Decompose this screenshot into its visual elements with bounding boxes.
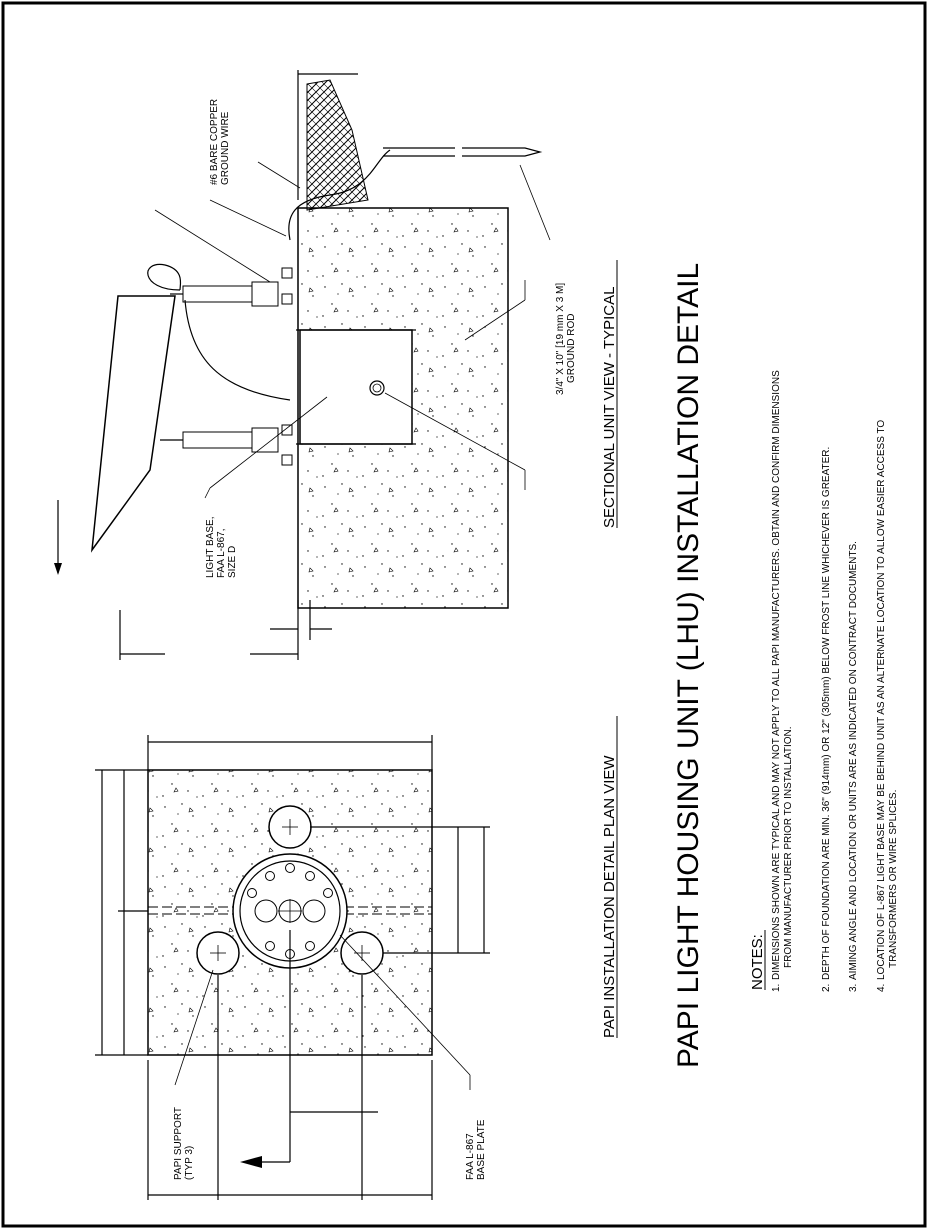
plan-view: [95, 735, 490, 1200]
svg-text:SIZE D: SIZE D: [227, 546, 238, 578]
drawing-title: PAPI LIGHT HOUSING UNIT (LHU) INSTALLATI…: [672, 263, 705, 1068]
svg-text:2.: 2.: [821, 984, 832, 992]
svg-text:BASE PLATE: BASE PLATE: [476, 1119, 487, 1180]
svg-text:1.: 1.: [771, 984, 782, 992]
sectional-unit-view: [54, 70, 551, 660]
plan-view-title: PAPI INSTALLATION DETAIL PLAN VIEW: [601, 716, 618, 1038]
svg-text:AIMING ANGLE AND LOCATION OR U: AIMING ANGLE AND LOCATION OR UNITS ARE A…: [848, 541, 859, 980]
svg-text:NOTES:: NOTES:: [749, 934, 766, 990]
svg-text:GROUND WIRE: GROUND WIRE: [220, 111, 231, 185]
ground-rod: [383, 147, 543, 157]
note-1: 1. DIMENSIONS SHOWN ARE TYPICAL AND MAY …: [771, 370, 794, 992]
svg-text:FAA L-867,: FAA L-867,: [216, 529, 227, 578]
svg-text:DIMENSIONS SHOWN ARE TYPICAL A: DIMENSIONS SHOWN ARE TYPICAL AND MAY NOT…: [771, 370, 782, 980]
callout-papi-support: PAPI SUPPORT (TYP 3): [173, 1107, 195, 1180]
svg-text:FROM MANUFACTURER PRIOR TO INS: FROM MANUFACTURER PRIOR TO INSTALLATION.: [783, 726, 794, 968]
svg-text:4.: 4.: [876, 984, 887, 992]
svg-text:3/4" X 10" [19 mm X 3 M]: 3/4" X 10" [19 mm X 3 M]: [555, 283, 566, 395]
svg-text:TRANSFORMERS OR WIRE SPLICES.: TRANSFORMERS OR WIRE SPLICES.: [888, 790, 899, 968]
papi-support-1: [268, 805, 312, 849]
svg-text:LOCATION OF L-867 LIGHT BASE M: LOCATION OF L-867 LIGHT BASE MAY BE BEHI…: [876, 420, 887, 980]
svg-text:#6 BARE COPPER: #6 BARE COPPER: [209, 99, 220, 185]
soil-hatch: [306, 79, 369, 211]
conduit-hole: [369, 380, 385, 396]
svg-text:PAPI LIGHT HOUSING UNIT (LHU): PAPI LIGHT HOUSING UNIT (LHU) INSTALLATI…: [672, 263, 705, 1068]
papi-support-2: [196, 931, 240, 975]
svg-text:PAPI INSTALLATION DETAIL PLAN: PAPI INSTALLATION DETAIL PLAN VIEW: [601, 755, 618, 1038]
svg-text:SECTIONAL UNIT VIEW - TYPICAL: SECTIONAL UNIT VIEW - TYPICAL: [601, 287, 618, 528]
callout-light-base: LIGHT BASE, FAA L-867, SIZE D: [205, 516, 238, 578]
note-2: 2. DEPTH OF FOUNDATION ARE MIN. 36" (914…: [821, 447, 832, 992]
papi-support-3: [340, 931, 384, 975]
callout-ground-rod: 3/4" X 10" [19 mm X 3 M] GROUND ROD: [555, 283, 577, 395]
notes-heading: NOTES:: [749, 930, 766, 990]
note-3: 3. AIMING ANGLE AND LOCATION OR UNITS AR…: [848, 541, 859, 992]
light-base-can: [299, 329, 413, 445]
note-4: 4. LOCATION OF L-867 LIGHT BASE MAY BE B…: [876, 420, 899, 992]
ground-wire: [288, 149, 391, 241]
callout-base-plate: FAA L-867 BASE PLATE: [465, 1119, 487, 1180]
callout-ground-wire: #6 BARE COPPER GROUND WIRE: [209, 99, 231, 185]
svg-text:DEPTH OF FOUNDATION ARE MIN. 3: DEPTH OF FOUNDATION ARE MIN. 36" (914mm)…: [821, 447, 832, 980]
svg-text:PAPI SUPPORT: PAPI SUPPORT: [173, 1107, 184, 1180]
svg-text:3.: 3.: [848, 984, 859, 992]
svg-text:FAA L-867: FAA L-867: [465, 1133, 476, 1180]
svg-text:GROUND ROD: GROUND ROD: [566, 314, 577, 383]
section-view-title: SECTIONAL UNIT VIEW - TYPICAL: [601, 260, 618, 528]
svg-text:(TYP 3): (TYP 3): [184, 1146, 195, 1180]
svg-text:LIGHT BASE,: LIGHT BASE,: [205, 516, 216, 578]
papi-housing: [90, 295, 176, 553]
